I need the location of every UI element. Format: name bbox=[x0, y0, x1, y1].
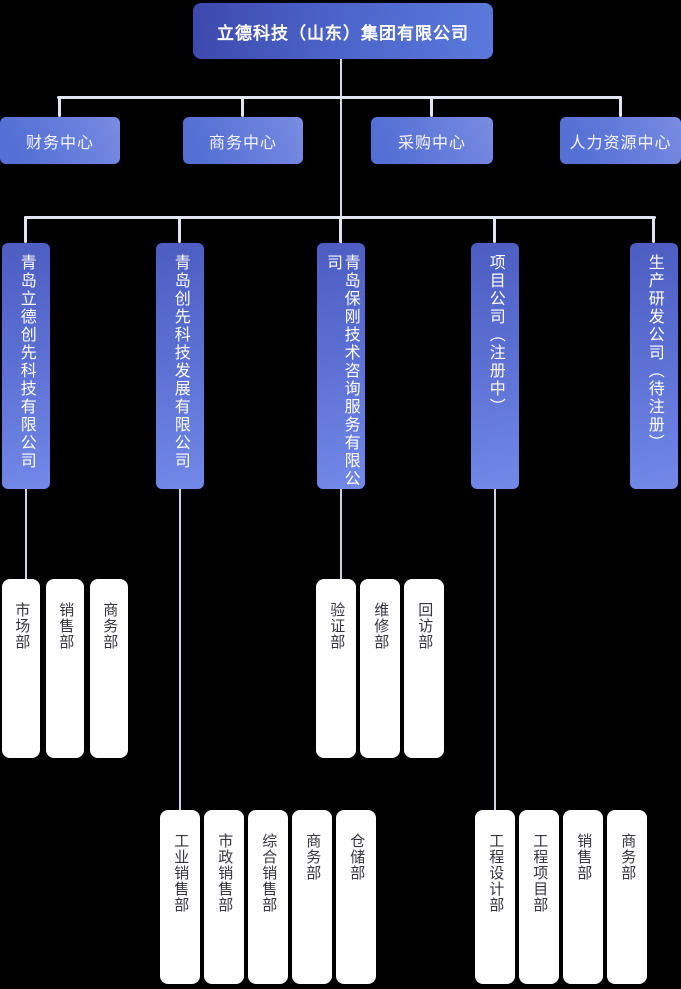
org-node-hr-center[interactable]: 人力资源中心 bbox=[560, 117, 681, 164]
connector-drop-company-1 bbox=[24, 216, 27, 243]
org-node-company-3[interactable]: 青岛保刚技术咨询服务有限公司 bbox=[317, 243, 365, 489]
org-node-dept-commerce-c4[interactable]: 商务部 bbox=[607, 810, 647, 984]
connector-drop-company-4 bbox=[493, 216, 496, 243]
org-node-dept-comprehensive-sales[interactable]: 综合销售部 bbox=[248, 810, 288, 984]
company-label: 青岛立德创先科技有限公司 bbox=[17, 254, 35, 470]
center-label: 商务中心 bbox=[208, 134, 277, 152]
org-node-dept-maintenance[interactable]: 维修部 bbox=[360, 579, 400, 758]
org-node-dept-engineering-design[interactable]: 工程设计部 bbox=[475, 810, 515, 984]
dept-label: 商务部 bbox=[619, 833, 637, 881]
dept-label: 回访部 bbox=[416, 602, 434, 650]
org-node-dept-verification[interactable]: 验证部 bbox=[316, 579, 356, 758]
org-node-dept-warehouse[interactable]: 仓储部 bbox=[336, 810, 376, 984]
connector-drop-center-1 bbox=[58, 96, 61, 117]
connector-drop-center-2 bbox=[241, 96, 244, 117]
org-node-finance-center[interactable]: 财务中心 bbox=[0, 117, 120, 164]
org-node-company-4[interactable]: 项目公司（注册中） bbox=[471, 243, 519, 489]
org-node-dept-followup[interactable]: 回访部 bbox=[404, 579, 444, 758]
org-node-company-5[interactable]: 生产研发公司（待注册） bbox=[630, 243, 678, 489]
dept-label: 市场部 bbox=[13, 602, 31, 650]
connector-drop-company-5 bbox=[652, 216, 655, 243]
org-node-dept-commerce-c2[interactable]: 商务部 bbox=[292, 810, 332, 984]
center-label: 财务中心 bbox=[25, 134, 94, 152]
connector-drop-company-2 bbox=[178, 216, 181, 243]
company-label: 项目公司（注册中） bbox=[486, 254, 504, 416]
connector-branch-company-4-depts bbox=[494, 489, 496, 810]
org-node-dept-municipal-sales[interactable]: 市政销售部 bbox=[204, 810, 244, 984]
dept-label: 销售部 bbox=[57, 602, 75, 650]
dept-label: 市政销售部 bbox=[216, 833, 234, 913]
org-node-dept-industrial-sales[interactable]: 工业销售部 bbox=[160, 810, 200, 984]
center-label: 采购中心 bbox=[397, 134, 466, 152]
org-node-company-1[interactable]: 青岛立德创先科技有限公司 bbox=[2, 243, 50, 489]
company-label: 青岛创先科技发展有限公司 bbox=[171, 254, 189, 470]
connector-branch-company-3-depts bbox=[340, 489, 342, 579]
connector-branch-company-2-depts bbox=[179, 489, 181, 810]
org-node-root-label: 立德科技（山东）集团有限公司 bbox=[217, 23, 469, 43]
connector-drop-center-4 bbox=[619, 96, 622, 117]
org-node-dept-sales-c4[interactable]: 销售部 bbox=[563, 810, 603, 984]
dept-label: 工业销售部 bbox=[172, 833, 190, 913]
connector-rail-centers bbox=[57, 96, 622, 99]
org-node-root[interactable]: 立德科技（山东）集团有限公司 bbox=[193, 3, 493, 59]
org-node-dept-commerce-c1[interactable]: 商务部 bbox=[90, 579, 128, 758]
dept-label: 验证部 bbox=[328, 602, 346, 650]
org-node-company-2[interactable]: 青岛创先科技发展有限公司 bbox=[156, 243, 204, 489]
dept-label: 仓储部 bbox=[348, 833, 366, 881]
connector-drop-center-3 bbox=[430, 96, 433, 117]
connector-drop-company-3 bbox=[339, 216, 342, 243]
company-label: 生产研发公司（待注册） bbox=[645, 254, 663, 452]
dept-label: 商务部 bbox=[304, 833, 322, 881]
org-node-procurement-center[interactable]: 采购中心 bbox=[371, 117, 493, 164]
center-label: 人力资源中心 bbox=[569, 134, 672, 152]
org-node-dept-engineering-project[interactable]: 工程项目部 bbox=[519, 810, 559, 984]
connector-branch-company-1-depts bbox=[25, 489, 27, 579]
dept-label: 工程项目部 bbox=[531, 833, 549, 913]
dept-label: 工程设计部 bbox=[487, 833, 505, 913]
org-node-dept-sales-c1[interactable]: 销售部 bbox=[46, 579, 84, 758]
org-node-business-center[interactable]: 商务中心 bbox=[183, 117, 303, 164]
dept-label: 商务部 bbox=[101, 602, 119, 650]
connector-root-spine bbox=[340, 59, 342, 243]
dept-label: 销售部 bbox=[575, 833, 593, 881]
dept-label: 综合销售部 bbox=[260, 833, 278, 913]
dept-label: 维修部 bbox=[372, 602, 390, 650]
org-node-dept-marketing[interactable]: 市场部 bbox=[2, 579, 40, 758]
company-label: 青岛保刚技术咨询服务有限公司 bbox=[324, 254, 359, 488]
